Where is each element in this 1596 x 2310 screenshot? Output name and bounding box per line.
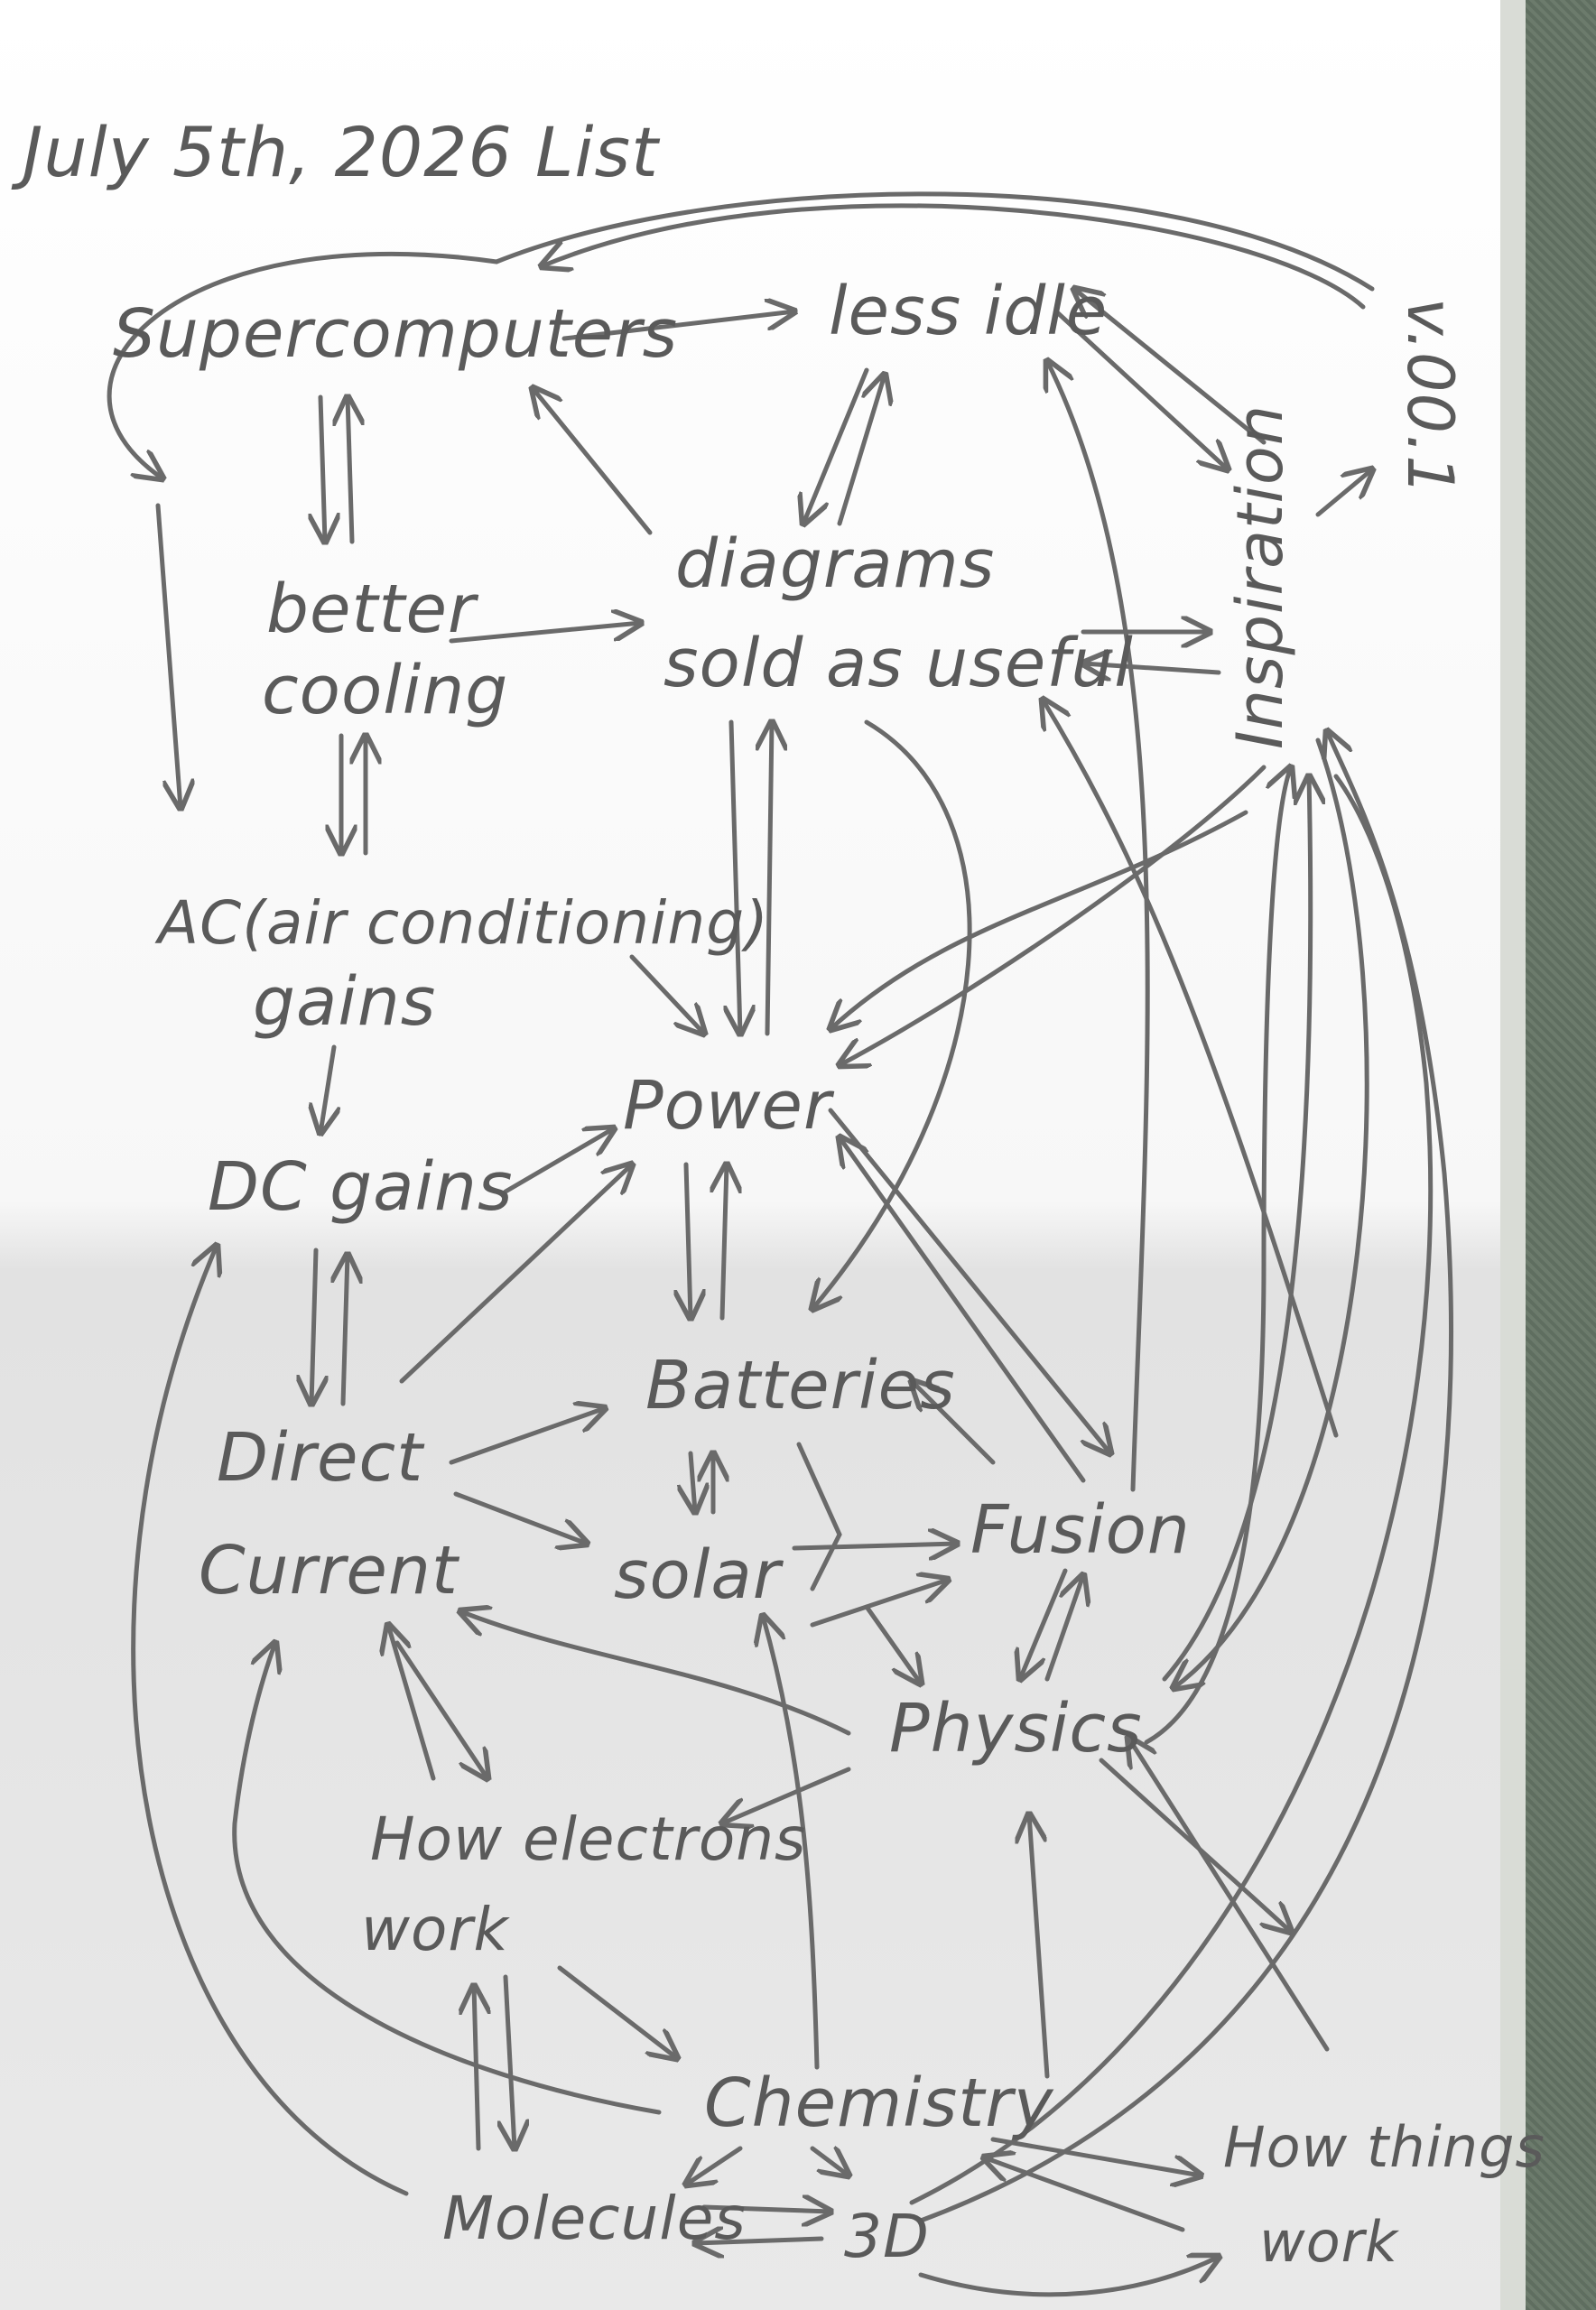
edge-solar-physics — [864, 1604, 921, 1684]
node-how-things-line1: How things — [1223, 2114, 1545, 2180]
node-direct-current-line2: Current — [199, 1532, 460, 1610]
edge-fusion-power — [840, 1137, 1086, 1483]
background-cloth — [1526, 0, 1596, 2310]
edge-chemistry-solar — [763, 1616, 820, 2070]
edge-super-cooling-down — [320, 394, 325, 542]
paper-edge — [1500, 0, 1526, 2310]
edge-chemistry-3d — [810, 2148, 849, 2175]
edge-supercomputers-less-idle — [561, 311, 794, 341]
edge-molecules-3d — [701, 2207, 830, 2212]
edge-diagrams-super — [533, 388, 653, 535]
node-better-cooling-line1: better — [266, 571, 479, 648]
node-batteries: Batteries — [645, 1347, 956, 1424]
node-direct-current-line1: Direct — [217, 1419, 425, 1497]
edge-lessidle-inspiration — [1053, 309, 1228, 469]
edge-dc-solar — [453, 1491, 587, 1544]
node-labels: July 5th, 2026 List v.00.1 Supercomputer… — [11, 112, 1545, 2275]
edge-super-ac — [155, 503, 181, 808]
edge-chemistry-molecules — [686, 2146, 743, 2185]
node-physics: Physics — [889, 1690, 1143, 1767]
edge-batteries-solar — [691, 1451, 695, 1512]
edge-physics-inspiration — [1144, 767, 1291, 1745]
edge-power-fusion — [828, 1108, 1110, 1453]
edge-dc-dcgains-up — [343, 1255, 348, 1406]
edge-batteries-fusion-bracket — [796, 1442, 842, 1591]
edge-3d-molecules — [695, 2239, 824, 2243]
edge-fusion-physics — [1020, 1568, 1068, 1679]
node-diagrams-line2: sold as useful — [663, 625, 1134, 702]
edge-howthings-physics — [1128, 1738, 1330, 2052]
edge-physics-inspiration-2 — [1162, 776, 1311, 1682]
edge-inspiration-v001 — [1315, 469, 1372, 517]
node-how-electrons-line1: How electrons — [370, 1804, 806, 1874]
edge-electrons-dc — [388, 1625, 436, 1781]
node-ac-line2: gains — [253, 963, 436, 1041]
node-how-electrons-line2: work — [361, 1895, 510, 1964]
edge-molecules-electrons-up — [474, 1986, 478, 2151]
edge-electrons-molecules-down — [506, 1974, 515, 2148]
edge-electrons-chemistry — [557, 1965, 677, 2058]
connector-lines — [107, 191, 1454, 2297]
edge-batteries-power — [722, 1164, 727, 1321]
node-3d: 3D — [844, 2202, 930, 2271]
edge-inspiration-lessidle — [1074, 289, 1267, 445]
edge-fusion-lessidle — [1047, 361, 1150, 1492]
edge-3d-inspiration — [918, 731, 1454, 2223]
edge-lessidle-diagrams — [803, 367, 869, 524]
edge-power-batteries — [686, 1162, 691, 1318]
edge-fusion-diagrams — [1043, 700, 1339, 1438]
edge-diagrams-batteries — [812, 719, 972, 1309]
page-title: July 5th, 2026 List — [11, 112, 661, 192]
edge-inspiration-physics — [1174, 738, 1369, 1688]
edge-diagrams-power-1 — [731, 719, 740, 1034]
edge-physics-dc — [460, 1611, 851, 1736]
edge-howthings-chemistry — [984, 2157, 1185, 2232]
edge-dc-power — [399, 1164, 632, 1384]
node-less-idle: less idle — [829, 273, 1108, 350]
node-ac-line1: AC(air conditioning) — [154, 888, 769, 958]
edge-3d-howthings — [918, 2257, 1219, 2297]
edge-chemistry-physics — [1029, 1814, 1050, 2079]
edge-physics-fusion — [1044, 1575, 1083, 1682]
edge-ac-power — [629, 954, 704, 1034]
edge-dc-electrons — [394, 1640, 487, 1778]
edge-cooling-diagrams — [449, 623, 641, 644]
edge-dcgains-power — [503, 1128, 614, 1194]
edge-diagrams-inspiration-2 — [1083, 663, 1221, 673]
edge-cooling-super-up — [348, 397, 352, 544]
edge-dc-batteries — [449, 1408, 605, 1465]
edge-chemistry-dc — [232, 1643, 662, 2115]
edge-ac-dcgains — [320, 1044, 334, 1133]
edge-3d-inspiration-2 — [909, 774, 1434, 2205]
node-diagrams-line1: diagrams — [675, 525, 995, 603]
node-supercomputers: Supercomputers — [113, 295, 678, 373]
edge-solar-fusion-2 — [810, 1580, 948, 1628]
edge-physics-electrons — [722, 1767, 851, 1823]
node-molecules: Molecules — [442, 2184, 747, 2253]
node-solar: solar — [614, 1536, 784, 1614]
edge-inspiration-power-1 — [830, 810, 1248, 1029]
edge-inspiration-power-2 — [840, 765, 1267, 1065]
node-how-things-line2: work — [1259, 2209, 1399, 2275]
node-inspiration: Inspiration — [1223, 404, 1297, 749]
edge-diagrams-lessidle — [837, 375, 885, 526]
node-dc-gains: DC gains — [208, 1148, 514, 1226]
edge-molecules-dcgains — [131, 1246, 409, 2196]
node-power: Power — [623, 1067, 835, 1145]
version-label: v.00.1 — [1393, 298, 1467, 496]
node-fusion: Fusion — [970, 1491, 1191, 1569]
edge-fusion-batteries — [912, 1381, 996, 1465]
edge-power-diagrams — [767, 722, 772, 1036]
edge-solar-fusion — [792, 1544, 957, 1548]
edge-loop-supercomputers — [107, 191, 1375, 478]
edge-chemistry-howthings — [990, 2137, 1201, 2175]
edge-v001-supercomputers — [542, 203, 1366, 310]
node-better-cooling-line2: cooling — [262, 652, 508, 729]
edge-dcgains-dc-down — [311, 1248, 316, 1404]
node-chemistry: Chemistry — [704, 2064, 1054, 2142]
